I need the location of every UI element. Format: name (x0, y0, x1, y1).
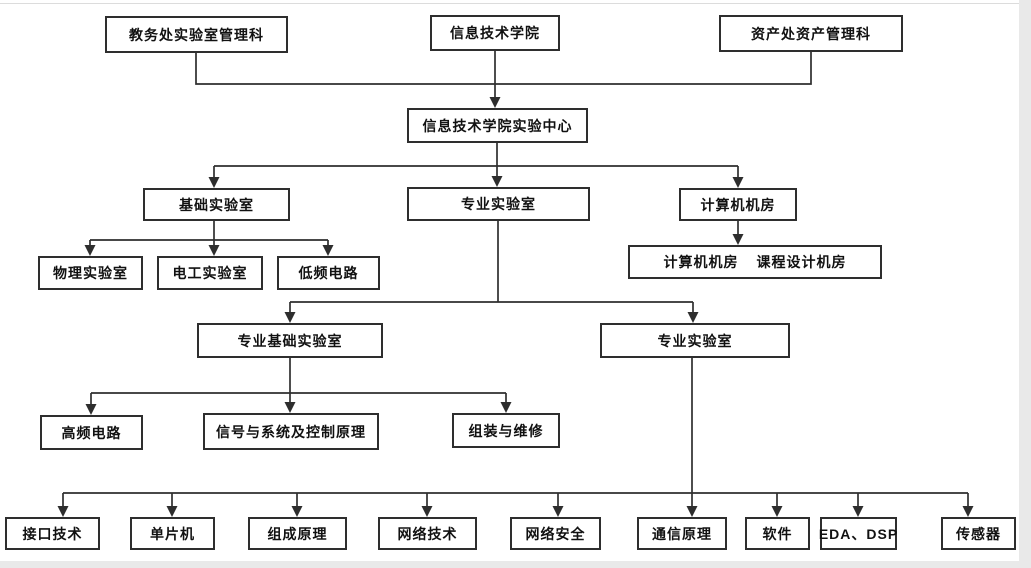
node-label: 软件 (762, 525, 793, 542)
arrowhead-icon (84, 245, 96, 256)
diagram-node-basic-lab: 基础实验室 (143, 188, 290, 221)
diagram-node-asset-management: 资产处资产管理科 (719, 15, 903, 52)
node-label: 网络安全 (525, 525, 586, 542)
page-right-edge-band (1019, 0, 1031, 568)
arrowhead-icon (489, 97, 501, 108)
node-label: 计算机机房 (663, 254, 739, 270)
node-label: 电工实验室 (172, 265, 248, 281)
node-label: 基础实验室 (179, 196, 254, 213)
connector-line (195, 52, 812, 85)
arrowhead-icon (284, 402, 296, 413)
arrowhead-icon (166, 506, 178, 517)
diagram-node-low-freq-circuit: 低频电路 (277, 256, 380, 290)
arrowhead-icon (57, 506, 69, 517)
node-label: 接口技术 (22, 525, 83, 542)
arrowhead-icon (500, 402, 512, 413)
arrowhead-icon (552, 506, 564, 517)
node-label: 传感器 (956, 525, 1001, 542)
diagram-node-dept-lab-management: 教务处实验室管理科 (105, 16, 288, 53)
arrowhead-icon (491, 176, 503, 187)
arrowhead-icon (291, 506, 303, 517)
arrowhead-icon (85, 404, 97, 415)
diagram-node-it-college: 信息技术学院 (430, 15, 560, 51)
diagram-node-network-security: 网络安全 (510, 517, 601, 550)
node-label: 组成原理 (267, 525, 328, 542)
arrowhead-icon (687, 312, 699, 323)
diagram-node-professional-lab-2: 专业实验室 (600, 323, 790, 358)
arrowhead-icon (284, 312, 296, 323)
diagram-node-assembly-maintenance: 组装与维修 (452, 413, 560, 448)
node-label: 专业实验室 (657, 332, 733, 349)
node-label: 单片机 (150, 525, 195, 542)
node-label: 资产处资产管理科 (751, 25, 871, 42)
diagram-node-signals-systems-control: 信号与系统及控制原理 (203, 413, 379, 450)
diagram-node-professional-lab: 专业实验室 (407, 187, 590, 221)
diagram-node-software: 软件 (745, 517, 810, 550)
diagram-node-network-tech: 网络技术 (378, 517, 477, 550)
node-label: 低频电路 (298, 265, 359, 281)
node-label: 信号与系统及控制原理 (216, 423, 366, 440)
node-label: 组装与维修 (468, 422, 544, 439)
diagram-node-high-freq-circuit: 高频电路 (40, 415, 143, 450)
diagram-node-computer-room: 计算机机房 (679, 188, 797, 221)
node-label: EDA、DSP (818, 525, 899, 542)
diagram-node-electrician-lab: 电工实验室 (157, 256, 263, 290)
arrowhead-icon (962, 506, 974, 517)
page-bottom-edge-band (0, 561, 1031, 568)
arrowhead-icon (732, 234, 744, 245)
arrowhead-icon (208, 177, 220, 188)
diagram-node-experiment-center: 信息技术学院实验中心 (407, 108, 588, 143)
arrowhead-icon (732, 177, 744, 188)
node-label: 通信原理 (652, 525, 712, 542)
arrowhead-icon (421, 506, 433, 517)
diagram-node-composition-principle: 组成原理 (248, 517, 347, 550)
diagram-node-sensor: 传感器 (941, 517, 1016, 550)
arrowhead-icon (771, 506, 783, 517)
diagram-node-mcu: 单片机 (130, 517, 215, 550)
node-label: 教务处实验室管理科 (129, 26, 264, 43)
node-label: 专业基础实验室 (237, 332, 343, 349)
diagram-node-computer-rooms-detail: 计算机机房 课程设计机房 (628, 245, 882, 279)
node-label: 信息技术学院实验中心 (422, 117, 573, 134)
node-label: 课程设计机房 (756, 254, 847, 270)
arrowhead-icon (208, 245, 220, 256)
arrowhead-icon (322, 245, 334, 256)
diagram-node-physics-lab: 物理实验室 (38, 256, 143, 290)
diagram-node-interface-tech: 接口技术 (5, 517, 100, 550)
node-label: 物理实验室 (53, 265, 128, 281)
node-label: 高频电路 (61, 424, 122, 441)
page-top-edge-line (0, 3, 1031, 4)
node-label: 信息技术学院 (450, 25, 540, 41)
node-label: 计算机机房 (700, 196, 776, 213)
node-label: 专业实验室 (461, 196, 536, 212)
arrowhead-icon (852, 506, 864, 517)
diagram-node-eda-dsp: EDA、DSP (818, 517, 899, 550)
diagram-node-communication-principle: 通信原理 (637, 517, 727, 550)
arrowhead-icon (686, 506, 698, 517)
node-label: 网络技术 (397, 525, 458, 542)
diagram-node-professional-basic-lab: 专业基础实验室 (197, 323, 383, 358)
